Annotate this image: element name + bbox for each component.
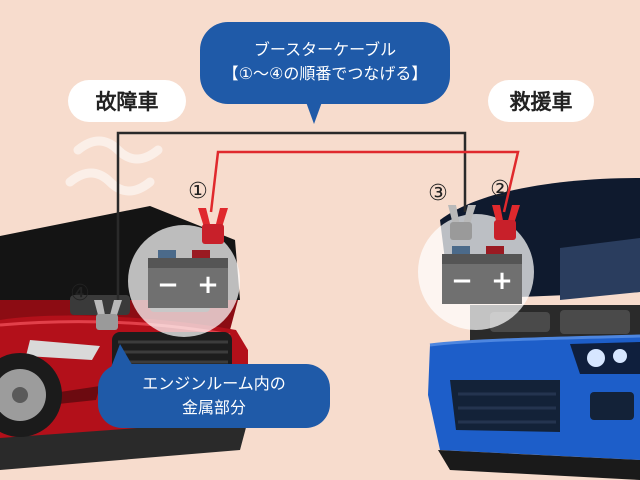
engine-metal-bubble: エンジンルーム内の 金属部分	[98, 364, 330, 428]
cable-instruction-bubble: ブースターケーブル 【①〜④の順番でつなげる】	[200, 22, 450, 104]
battery-left	[148, 250, 228, 308]
broken-car-label: 故障車	[68, 80, 186, 122]
cable-red	[209, 150, 520, 213]
step-3-label: ③	[428, 181, 448, 206]
battery-right-minus: −	[451, 266, 473, 296]
rescue-car-label: 救援車	[488, 80, 594, 122]
red-clamp-icon	[492, 205, 520, 240]
battery-left-plus: +	[197, 270, 219, 300]
engine-bubble-line1: エンジンルーム内の	[142, 374, 286, 393]
red-clamp-icon	[198, 208, 228, 244]
step-2-label: ②	[490, 177, 510, 202]
step-4-label: ④	[70, 281, 90, 306]
grey-clamp-icon	[448, 205, 476, 240]
cable-bubble-subtitle: 【①〜④の順番でつなげる】	[222, 64, 428, 83]
grey-clamp-icon	[94, 300, 122, 330]
engine-bubble-line2: 金属部分	[181, 398, 246, 417]
battery-left-minus: −	[157, 270, 179, 300]
step-1-label: ①	[188, 179, 208, 204]
cable-black	[116, 131, 467, 300]
battery-right	[442, 246, 522, 304]
cable-bubble-title: ブースターケーブル	[253, 40, 397, 59]
battery-right-plus: +	[491, 266, 513, 296]
